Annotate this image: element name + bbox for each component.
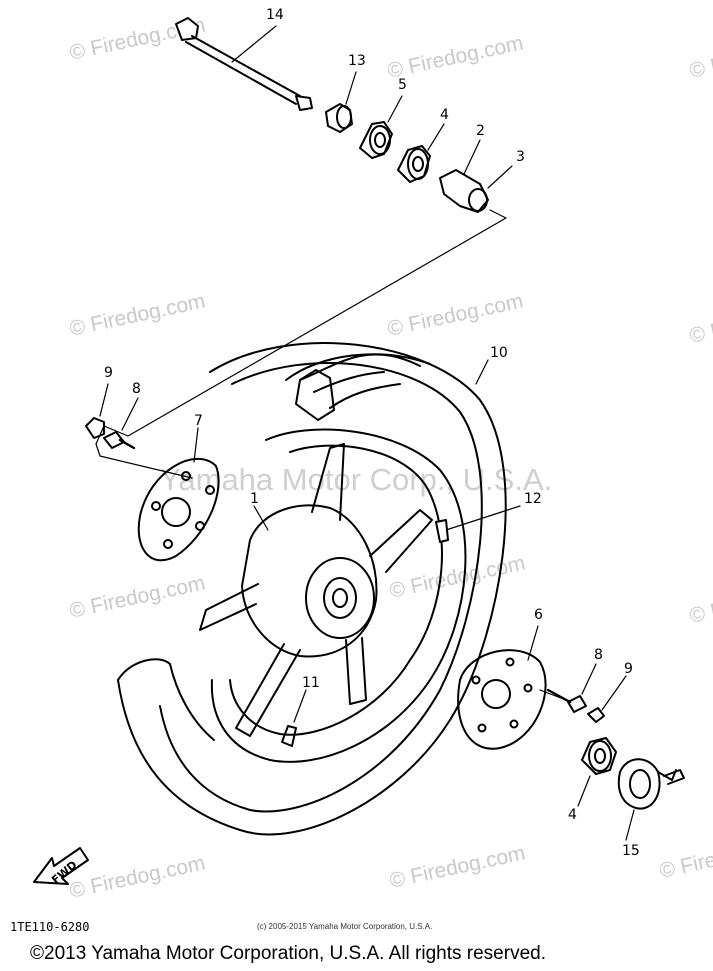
callout-11: 11 xyxy=(302,675,320,691)
callout-4-lower: 4 xyxy=(568,807,577,823)
callout-1: 1 xyxy=(250,491,259,507)
callout-13: 13 xyxy=(348,53,366,69)
callout-9: 9 xyxy=(104,365,113,381)
callout-9-right: 9 xyxy=(624,661,633,677)
forward-arrow-icon xyxy=(33,847,89,885)
tire xyxy=(117,341,507,836)
callout-8-right: 8 xyxy=(594,647,603,663)
oil-seal-upper xyxy=(397,123,445,183)
bearing-upper xyxy=(359,95,403,159)
callout-5: 5 xyxy=(398,77,407,93)
callout-15: 15 xyxy=(622,843,640,859)
small-copyright: (c) 2005-2015 Yamaha Motor Corporation, … xyxy=(257,922,433,931)
callout-7: 7 xyxy=(194,413,203,429)
rim xyxy=(199,428,521,763)
bolt-right xyxy=(546,663,627,723)
brake-disc-right xyxy=(457,625,567,750)
callout-12: 12 xyxy=(524,491,542,507)
axle xyxy=(175,17,313,111)
oil-seal-lower xyxy=(577,737,617,807)
callout-6: 6 xyxy=(534,607,543,623)
diagram-code: 1TE110-6280 xyxy=(10,920,90,934)
footer-copyright: ©2013 Yamaha Motor Corporation, U.S.A. A… xyxy=(30,943,546,964)
brand-watermark: Yamaha Motor Corp., U.S.A. xyxy=(160,462,553,497)
callout-10: 10 xyxy=(490,345,508,361)
gear-unit xyxy=(617,758,685,841)
spacer xyxy=(325,71,357,133)
callout-2: 2 xyxy=(476,123,485,139)
brake-disc-left xyxy=(137,427,220,562)
collar xyxy=(439,139,513,213)
bolt-left xyxy=(85,383,139,450)
callout-4: 4 xyxy=(440,107,449,123)
callout-8: 8 xyxy=(132,381,141,397)
callout-3: 3 xyxy=(516,149,525,165)
callout-14: 14 xyxy=(266,7,284,23)
valve xyxy=(281,689,307,747)
